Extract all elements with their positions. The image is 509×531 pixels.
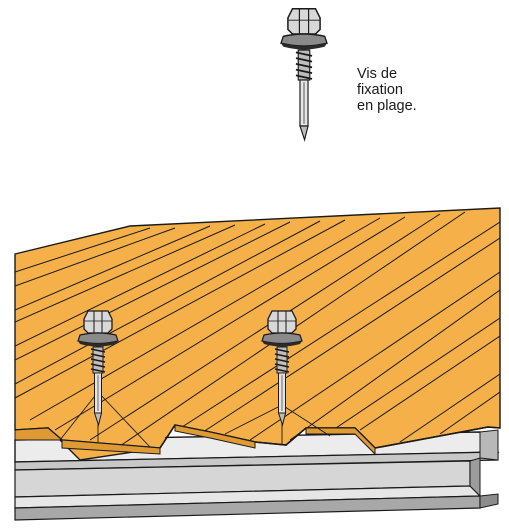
screw-detail-icon [280, 7, 328, 141]
caption-line-3: en plage. [357, 98, 417, 114]
trapezoidal-roof-sheet [14, 207, 501, 461]
caption-line-1: Vis de [357, 66, 398, 82]
screw-caption: Vis de fixation en plage. [357, 66, 497, 114]
caption-line-2: fixation [357, 82, 403, 98]
